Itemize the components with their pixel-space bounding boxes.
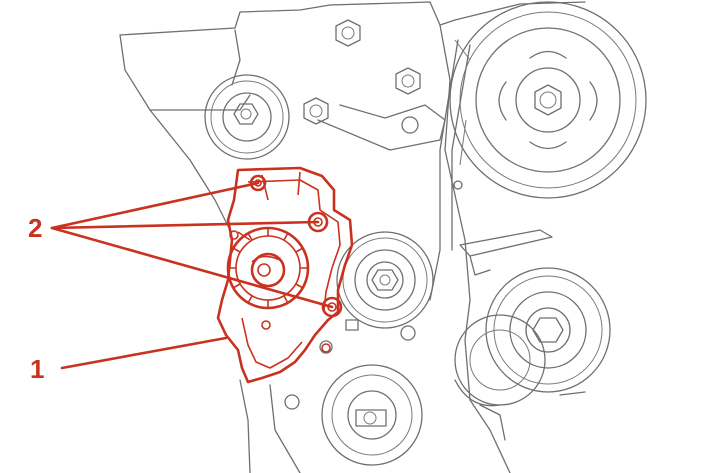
callout-leaders [50, 181, 334, 370]
bolt [319, 340, 333, 354]
bolt [335, 19, 361, 47]
bolt [303, 97, 329, 125]
callout-label-2: 2 [28, 213, 42, 243]
camshaft-pulley [449, 1, 647, 199]
water-pump-sprocket [226, 226, 310, 310]
leader-2-to-upper-bolt [50, 181, 260, 230]
tensioner-pulley [336, 231, 434, 329]
bolt [284, 394, 300, 410]
bolt [345, 319, 359, 331]
crankshaft-sprocket [321, 364, 423, 466]
water-pump-housing [216, 166, 354, 384]
idler-pulley-right [454, 267, 611, 407]
callout-label-1: 1 [30, 354, 44, 384]
idler-pulley-upper [204, 74, 290, 160]
engine-bolts [284, 19, 463, 410]
timing-belt [429, 39, 471, 301]
bolt [400, 325, 416, 341]
pump-bolt-small [229, 230, 331, 353]
leader-1-to-pump [60, 336, 228, 370]
bolt [395, 67, 421, 95]
leader-2-to-middle-bolt [50, 220, 320, 230]
bolt [401, 116, 419, 134]
bolt [453, 180, 463, 190]
leader-2-to-lower-bolt [50, 226, 334, 309]
